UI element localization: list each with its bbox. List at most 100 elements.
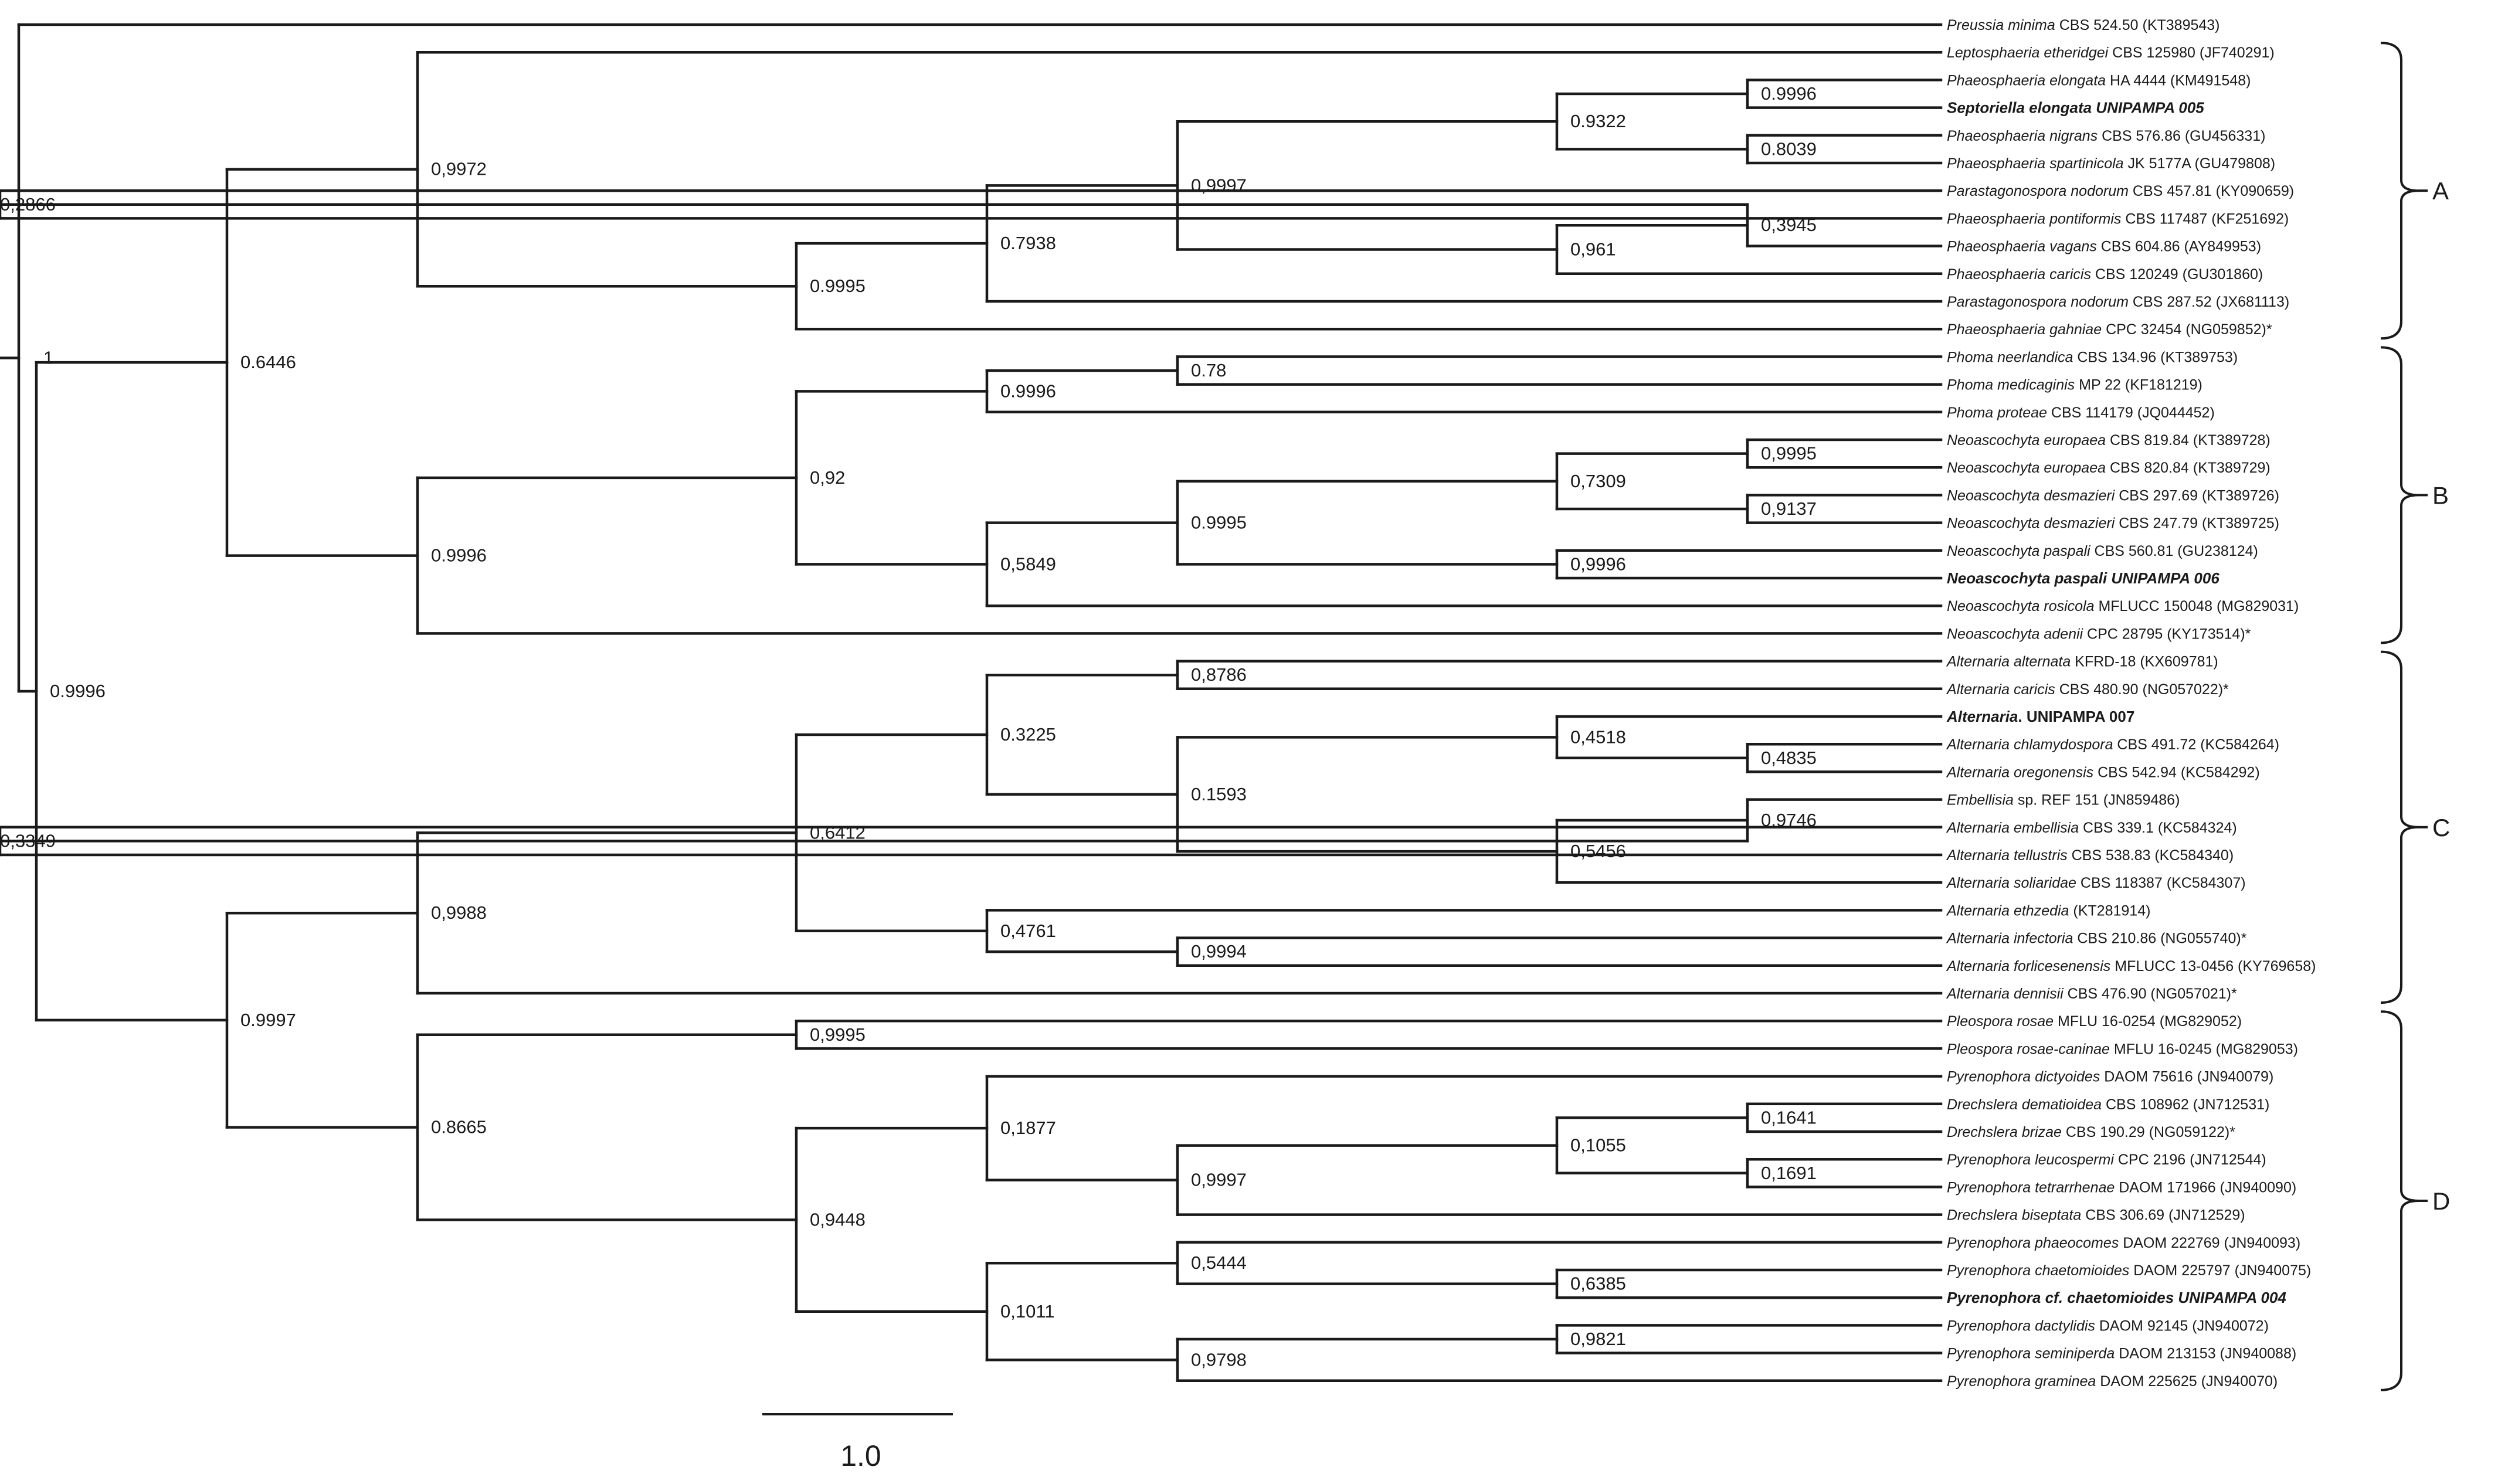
taxon-label: Phaeosphaeria elongata HA 4444 (KM491548… (1947, 72, 2251, 89)
taxon-label: Pyrenophora seminiperda DAOM 213153 (JN9… (1947, 1346, 2296, 1362)
support-values: 10.99960.64460,99720.99950.79380,99970.9… (0, 83, 1817, 1370)
taxon-strain: CBS 576.86 (GU456331) (2098, 128, 2265, 144)
taxon-species: Phoma neerlandica (1947, 349, 2073, 365)
clade-label-b: B (2432, 481, 2449, 509)
taxon-strain: MFLUCC 150048 (MG829031) (2095, 598, 2299, 614)
taxon-species: Alternaria dennisii (1946, 986, 2064, 1002)
taxon-strain: DAOM 75616 (JN940079) (2100, 1069, 2273, 1085)
clade-bracket-d (2380, 1010, 2419, 1391)
support-value: 0.9996 (1761, 83, 1817, 104)
taxon-label: Neoascochyta paspali CBS 560.81 (GU23812… (1947, 543, 2258, 559)
support-value: 0,1011 (1000, 1301, 1055, 1322)
taxon-species: Phaeosphaeria spartinicola (1947, 155, 2124, 172)
taxon-strain: CBS 125980 (JF740291) (2108, 45, 2275, 61)
taxon-strain: CBS 190.29 (NG059122)* (2062, 1124, 2235, 1140)
support-value: 0,9137 (1761, 498, 1817, 519)
taxon-strain: MFLUCC 13-0456 (KY769658) (2110, 958, 2316, 974)
taxon-label: Alternaria forlicesenensis MFLUCC 13-045… (1946, 958, 2316, 974)
taxon-strain: CBS 476.90 (NG057021)* (2064, 986, 2237, 1002)
support-value: 0,9972 (431, 159, 487, 179)
taxon-species: Pyrenophora cf. chaetomioides UNIPAMPA 0… (1947, 1289, 2286, 1306)
taxon-species: Preussia minima (1947, 17, 2055, 33)
taxon-species: Pyrenophora tetrarrhenae (1947, 1179, 2115, 1196)
support-value: 0,6412 (810, 822, 866, 843)
support-value: 0.78 (1191, 360, 1226, 381)
taxon-label: Parastagonospora nodorum CBS 287.52 (JX6… (1947, 294, 2289, 310)
taxon-species: Phoma medicaginis (1947, 377, 2075, 393)
taxon-label: Alternaria ethzedia (KT281914) (1946, 902, 2150, 919)
taxon-species: Phaeosphaeria vagans (1947, 239, 2097, 255)
support-value: 0,6385 (1570, 1274, 1626, 1294)
taxon-label: Pyrenophora dictyoides DAOM 75616 (JN940… (1947, 1069, 2273, 1085)
support-value: 0,4761 (1000, 921, 1056, 941)
taxon-strain: DAOM 213153 (JN940088) (2115, 1346, 2296, 1362)
taxon-species: Alternaria tellustris (1946, 847, 2068, 864)
taxon-species: Pyrenophora graminea (1947, 1373, 2096, 1390)
taxon-species: Leptosphaeria etheridgei (1947, 45, 2109, 61)
taxon-label: Pyrenophora chaetomioides DAOM 225797 (J… (1947, 1262, 2311, 1279)
taxon-species: Drechslera dematioidea (1947, 1096, 2102, 1113)
support-value: 0,9997 (1191, 175, 1247, 195)
taxon-strain: CBS 287.52 (JX681113) (2129, 294, 2289, 310)
taxon-label: Alternaria soliaridae CBS 118387 (KC5843… (1946, 875, 2246, 891)
taxon-strain: CBS 247.79 (KT389725) (2115, 515, 2279, 532)
scale-bar: 1.0 (762, 1413, 953, 1472)
taxon-species: Alternaria soliaridae (1946, 875, 2076, 891)
taxon-species: Phaeosphaeria caricis (1947, 266, 2091, 283)
taxon-label: Alternaria. UNIPAMPA 007 (1946, 708, 2134, 725)
support-value: 0,9821 (1570, 1329, 1626, 1349)
taxon-label: Neoascochyta europaea CBS 820.84 (KT3897… (1947, 460, 2271, 476)
taxon-label: Neoascochyta adenii CPC 28795 (KY173514)… (1947, 626, 2251, 642)
taxon-species: Neoascochyta europaea (1947, 460, 2106, 476)
support-value: 0.9996 (50, 681, 106, 701)
taxon-label: Neoascochyta desmazieri CBS 247.79 (KT38… (1947, 515, 2279, 532)
support-value: 0.7938 (1000, 233, 1056, 253)
taxon-label: Alternaria oregonensis CBS 542.94 (KC584… (1946, 764, 2260, 780)
support-value: 0,2866 (0, 194, 56, 215)
support-value: 0,9448 (810, 1209, 866, 1230)
taxon-strain: CBS 134.96 (KT389753) (2073, 349, 2238, 365)
taxon-species: Alternaria chlamydospora (1946, 736, 2113, 753)
taxon-species: Pyrenophora leucospermi (1947, 1152, 2115, 1168)
taxon-strain: CBS 339.1 (KC584324) (2079, 820, 2237, 836)
support-value: 0,961 (1570, 239, 1616, 260)
taxon-species: Embellisia (1947, 792, 2014, 809)
support-value: 0.1593 (1191, 784, 1247, 804)
taxon-strain: CBS 560.81 (GU238124) (2090, 543, 2258, 559)
support-value: 0,4518 (1570, 726, 1626, 747)
support-value: 0.9996 (431, 545, 487, 566)
leaf-labels: Preussia minima CBS 524.50 (KT389543) Lep… (1946, 17, 2316, 1390)
support-value: 0,4835 (1761, 748, 1817, 768)
support-value: 0.9322 (1570, 111, 1626, 131)
clade-bracket-c (2380, 650, 2419, 1004)
taxon-label: Pyrenophora cf. chaetomioides UNIPAMPA 0… (1947, 1289, 2286, 1306)
taxon-label: Alternaria embellisia CBS 339.1 (KC58432… (1946, 820, 2237, 836)
taxon-strain: CBS 524.50 (KT389543) (2055, 17, 2220, 33)
taxon-strain: MFLU 16-0245 (MG829053) (2110, 1041, 2298, 1057)
taxon-species: Alternaria oregonensis (1946, 764, 2093, 780)
support-value: 0,9798 (1191, 1349, 1247, 1370)
support-value: 0,9746 (1761, 810, 1817, 830)
taxon-strain: CPC 28795 (KY173514)* (2083, 626, 2251, 642)
taxon-label: Phaeosphaeria pontiformis CBS 117487 (KF… (1947, 210, 2289, 227)
support-value: 0.9995 (810, 276, 866, 296)
taxon-species: Pleospora rosae (1947, 1013, 2054, 1030)
scale-bar-label: 1.0 (840, 1439, 881, 1472)
taxon-species: Phoma proteae (1947, 405, 2047, 421)
taxon-strain: JK 5177A (GU479808) (2124, 155, 2276, 172)
taxon-species: Pyrenophora dictyoides (1947, 1069, 2100, 1085)
taxon-species: Alternaria forlicesenensis (1946, 958, 2110, 974)
taxon-species: Neoascochyta europaea (1947, 432, 2106, 449)
taxon-species: Phaeosphaeria gahniae (1947, 321, 2102, 338)
branches (0, 23, 1943, 1383)
taxon-label: Alternaria dennisii CBS 476.90 (NG057021… (1946, 986, 2237, 1002)
taxon-label: Pyrenophora phaeocomes DAOM 222769 (JN94… (1947, 1235, 2300, 1251)
taxon-species: Alternaria embellisia (1946, 820, 2079, 836)
taxon-species: Drechslera brizae (1947, 1124, 2062, 1140)
taxon-strain: MFLU 16-0254 (MG829052) (2054, 1013, 2242, 1030)
support-value: 0,9995 (1761, 443, 1817, 464)
taxon-label: Drechslera brizae CBS 190.29 (NG059122)* (1947, 1124, 2235, 1140)
support-value: 0,5456 (1570, 841, 1626, 861)
taxon-species: Pyrenophora phaeocomes (1947, 1235, 2119, 1251)
